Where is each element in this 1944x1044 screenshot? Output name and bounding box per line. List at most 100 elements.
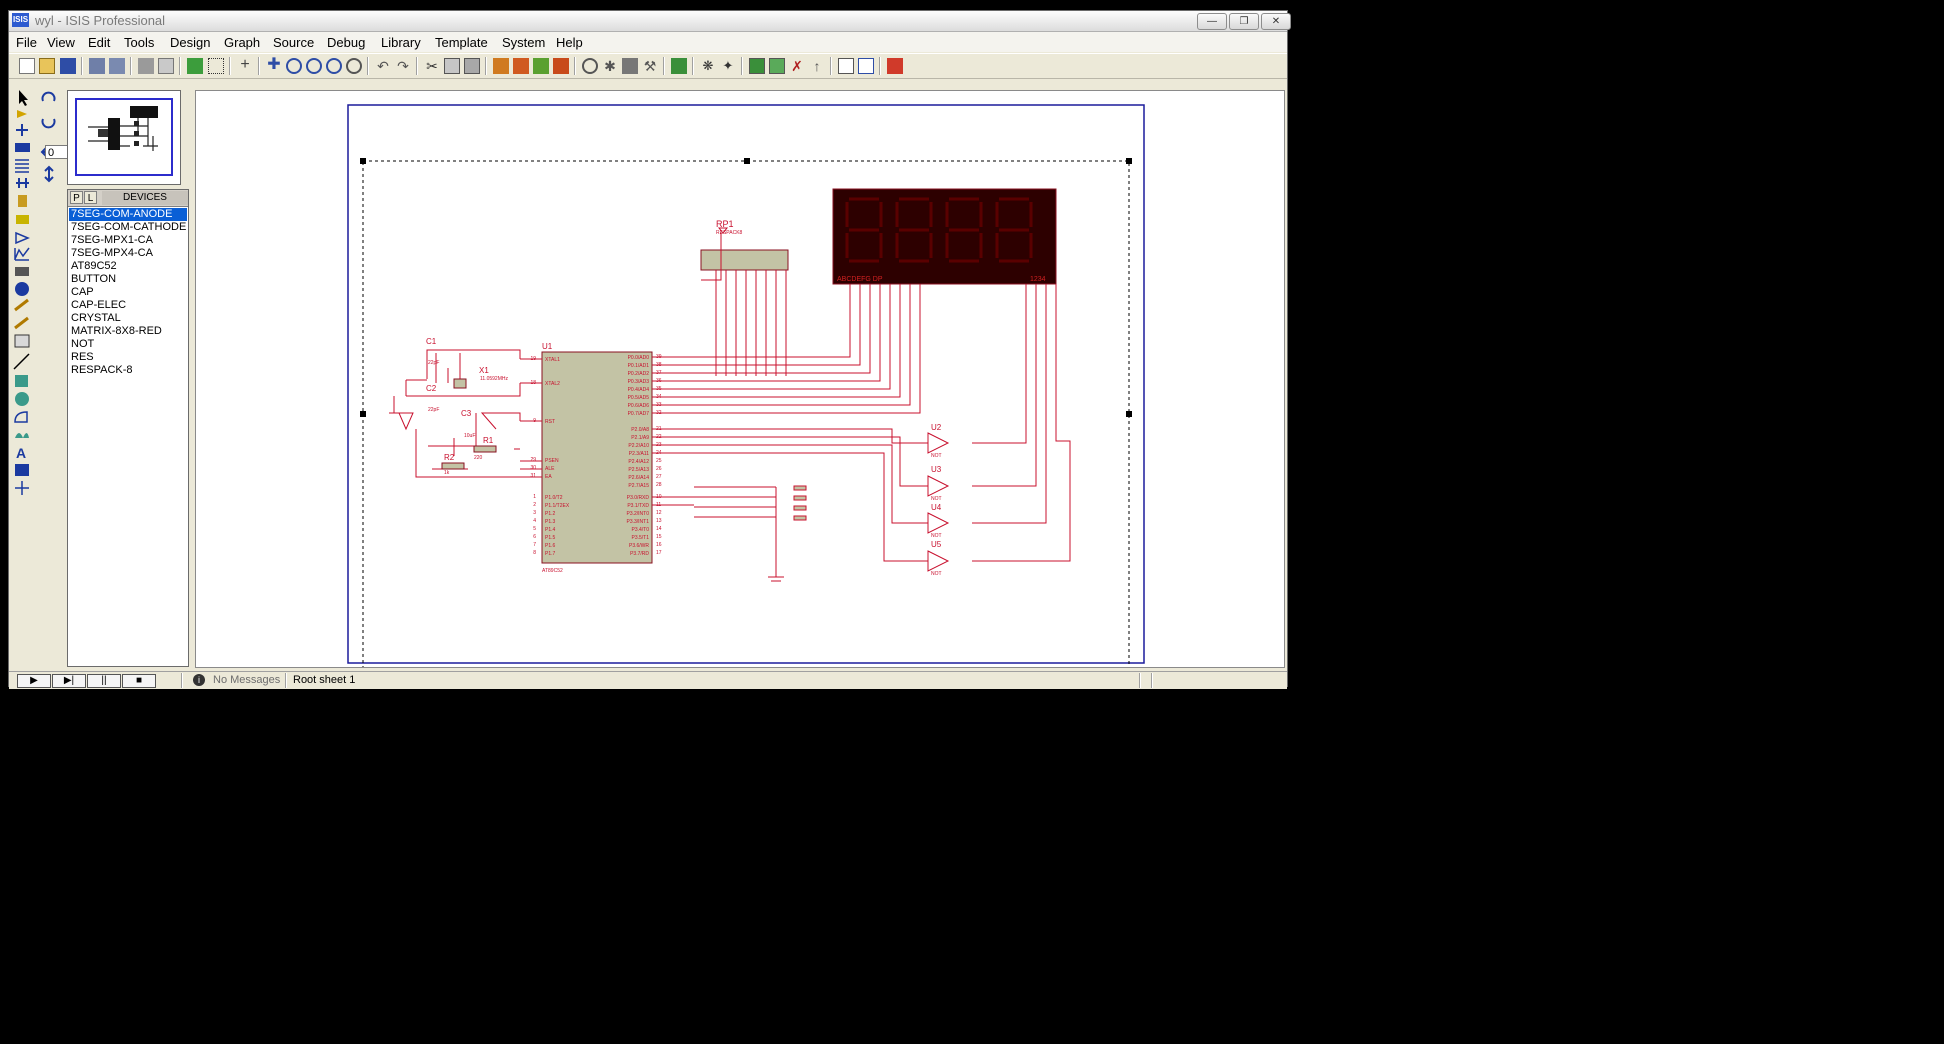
undo-icon[interactable]: ↶ [377, 58, 389, 74]
u1-pin-name: P0.0/AD0 [628, 355, 650, 361]
menu-design[interactable]: Design [170, 35, 211, 50]
save-icon[interactable] [60, 58, 76, 74]
redo-icon[interactable]: ↷ [397, 58, 409, 74]
u1-pin-number: 36 [656, 378, 662, 384]
device-item[interactable]: RES [71, 351, 94, 363]
copy-icon[interactable] [444, 58, 460, 74]
menu-help[interactable]: Help [556, 35, 583, 50]
digit-4 [995, 197, 1033, 263]
origin-icon[interactable]: + [240, 56, 250, 73]
minimize-button[interactable]: — [1197, 13, 1227, 30]
netlist-to-ares-icon[interactable] [887, 58, 903, 74]
u1-pin-number: 14 [656, 526, 662, 532]
u1-pin-name: P1.0/T2 [545, 495, 563, 501]
property-assign-icon[interactable]: ✦ [722, 58, 734, 73]
restore-button[interactable]: ❐ [1229, 13, 1259, 30]
menu-view[interactable]: View [47, 35, 75, 50]
u1-pin-number: 1 [533, 494, 536, 500]
package-tool-icon[interactable] [622, 58, 638, 74]
pause-button[interactable]: || [87, 674, 121, 688]
electrical-rules-check-icon[interactable] [858, 58, 874, 74]
device-item[interactable]: MATRIX-8X8-RED [71, 325, 162, 337]
grid-icon[interactable] [208, 58, 224, 74]
device-item[interactable]: CRYSTAL [71, 312, 121, 324]
export-section-icon[interactable] [109, 58, 125, 74]
play-button[interactable]: ▶ [17, 674, 51, 688]
menu-tools[interactable]: Tools [124, 35, 155, 50]
pan-icon[interactable]: ✚ [267, 56, 281, 73]
zoom-all-icon[interactable] [326, 58, 342, 74]
u1-pin-number: 8 [533, 550, 536, 556]
selection-handles [360, 158, 1132, 417]
block-move-icon[interactable] [513, 58, 529, 74]
step-button[interactable]: ▶| [52, 674, 86, 688]
device-item[interactable]: CAP [71, 286, 94, 298]
c2-value: 22pF [428, 407, 439, 413]
u1-pin-name: P1.5 [545, 535, 556, 541]
zoom-area-icon[interactable] [346, 58, 362, 74]
u1-pin-name: P2.4/A12 [628, 459, 649, 465]
rotation-angle-field[interactable]: 0 [45, 145, 69, 159]
menu-source[interactable]: Source [273, 35, 315, 50]
menu-graph[interactable]: Graph [224, 35, 261, 50]
device-item[interactable]: 7SEG-COM-CATHODE [71, 221, 187, 233]
new-sheet-icon[interactable] [749, 58, 765, 74]
pick-from-library-button[interactable]: P [70, 191, 83, 204]
schematic-editing-window[interactable]: RP1 RESPACK8 ABCDEFG DP 1234 C1 22pF C2 … [195, 90, 1285, 668]
device-item[interactable]: 7SEG-COM-ANODE [69, 208, 187, 221]
u1-pin-name: P3.3/INT1 [626, 519, 649, 525]
search-tag-icon[interactable]: ❋ [702, 58, 714, 73]
open-folder-icon[interactable] [39, 58, 55, 74]
exit-to-parent-icon[interactable]: ↑ [813, 58, 821, 74]
bill-of-materials-icon[interactable] [838, 58, 854, 74]
device-item[interactable]: 7SEG-MPX1-CA [71, 234, 153, 246]
current-probe-mode-icon [14, 316, 29, 330]
u1-pin-number: 25 [656, 458, 662, 464]
remove-sheet-icon[interactable]: ✗ [791, 58, 803, 74]
print-icon[interactable] [138, 58, 154, 74]
rp1-part: RESPACK8 [716, 230, 743, 236]
device-item[interactable]: AT89C52 [71, 260, 117, 272]
block-delete-icon[interactable] [553, 58, 569, 74]
digit-1 [845, 197, 883, 263]
menu-file[interactable]: File [16, 35, 37, 50]
menu-debug[interactable]: Debug [327, 35, 366, 50]
cut-icon[interactable]: ✂ [426, 58, 438, 74]
u1-pin-name: P0.7/AD7 [628, 411, 650, 417]
import-section-icon[interactable] [89, 58, 105, 74]
print-area-icon[interactable] [158, 58, 174, 74]
menu-template[interactable]: Template [435, 35, 488, 50]
overview-window[interactable] [67, 90, 181, 185]
zoom-out-icon[interactable] [306, 58, 322, 74]
u1-pin-number: 11 [656, 502, 661, 508]
u1-pin-name: PSEN [545, 458, 559, 464]
pick-device-icon[interactable] [582, 58, 598, 74]
u1-pin-number: 30 [530, 465, 536, 471]
menu-library[interactable]: Library [381, 35, 421, 50]
x1-value: 11.0592MHz [480, 376, 508, 382]
new-file-icon[interactable] [19, 58, 35, 74]
device-item[interactable]: CAP-ELEC [71, 299, 127, 311]
device-item[interactable]: BUTTON [71, 273, 117, 285]
device-item[interactable]: NOT [71, 338, 95, 350]
wire-autorouter-icon[interactable] [671, 58, 687, 74]
schematic-sheet[interactable]: RP1 RESPACK8 ABCDEFG DP 1234 C1 22pF C2 … [196, 91, 1284, 667]
stop-button[interactable]: ■ [122, 674, 156, 688]
decompose-icon[interactable]: ⚒ [643, 58, 657, 74]
menu-system[interactable]: System [502, 35, 546, 50]
u4-part: NOT [931, 533, 942, 539]
paste-icon[interactable] [464, 58, 480, 74]
overview-thumbnail [88, 106, 158, 151]
zoom-in-icon[interactable] [286, 58, 302, 74]
make-device-icon[interactable]: ✱ [604, 58, 616, 74]
block-rotate-icon[interactable] [533, 58, 549, 74]
u1-pin-number: 22 [656, 434, 662, 440]
menu-edit[interactable]: Edit [88, 35, 111, 50]
add-sheet-icon[interactable] [769, 58, 785, 74]
device-item[interactable]: RESPACK-8 [71, 364, 133, 376]
refresh-icon[interactable] [187, 58, 203, 74]
close-button[interactable]: ✕ [1261, 13, 1291, 30]
library-manager-button[interactable]: L [84, 191, 97, 204]
device-item[interactable]: 7SEG-MPX4-CA [71, 247, 153, 259]
block-copy-icon[interactable] [493, 58, 509, 74]
